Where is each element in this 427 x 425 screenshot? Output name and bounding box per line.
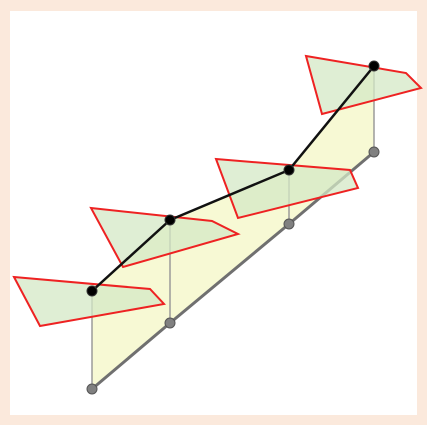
top-point-3: [283, 164, 295, 176]
upper-polyline-path: [91, 65, 375, 292]
tangent-plane-1: [12, 275, 166, 328]
shaded-region: [92, 66, 374, 389]
top-point-1: [86, 285, 98, 297]
tangent-plane-3: [214, 157, 360, 220]
top-point-4: [368, 60, 380, 72]
base-point-4: [368, 146, 380, 158]
points: [86, 60, 380, 395]
tangent-planes: [12, 54, 423, 328]
upper-polyline: [91, 65, 375, 292]
shaded-area-between-curves: [92, 66, 374, 389]
top-point-2: [164, 214, 176, 226]
base-point-3: [283, 218, 295, 230]
base-point-1: [86, 383, 98, 395]
base-point-2: [164, 317, 176, 329]
